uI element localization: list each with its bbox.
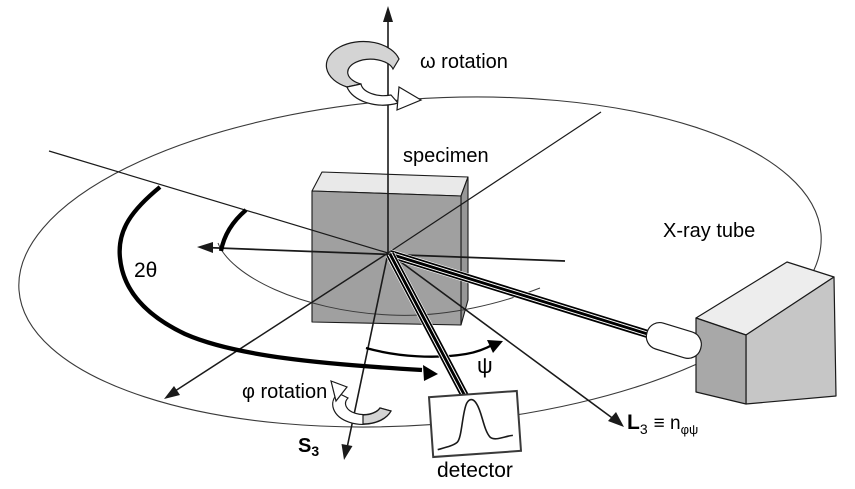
specimen-side-face xyxy=(460,176,469,326)
l3-label: L3≡ nφψ xyxy=(627,411,698,437)
phi-arrowhead xyxy=(330,380,348,403)
xray-tube-label: X-ray tube xyxy=(663,220,755,242)
omega-rotation-label: ω rotation xyxy=(420,51,508,73)
theta-short-arc xyxy=(218,208,248,252)
left-arrowhead xyxy=(197,242,213,253)
collimator-snout xyxy=(645,322,702,359)
xray-tube-front-face xyxy=(695,317,747,405)
inner-circle-arc xyxy=(217,242,541,316)
omega-rotation-arrow xyxy=(325,40,423,111)
specimen-label: specimen xyxy=(403,145,489,167)
phi-rotation-label: φ rotation xyxy=(242,381,327,403)
two-theta-label: 2θ xyxy=(134,259,157,282)
detector-peak-curve xyxy=(437,398,513,451)
phi-rotation-arrow xyxy=(330,380,392,425)
sector-line-upper-right xyxy=(387,111,602,254)
detector-box xyxy=(427,389,523,459)
transmitted-beam-line xyxy=(48,150,389,254)
diffracted-beam xyxy=(385,251,471,401)
psi-arc xyxy=(365,340,503,358)
l3-direction-arrow xyxy=(389,253,624,427)
specimen-cube xyxy=(311,171,469,326)
s3-label: S3 xyxy=(298,435,319,459)
detector-label: detector xyxy=(437,459,513,482)
incident-beam xyxy=(388,249,656,341)
xray-tube-box xyxy=(695,261,837,405)
two-theta-arc xyxy=(117,185,438,381)
psi-label: ψ xyxy=(477,353,493,378)
omega-arrowhead xyxy=(396,85,423,111)
lower-left-arrow xyxy=(164,252,389,399)
